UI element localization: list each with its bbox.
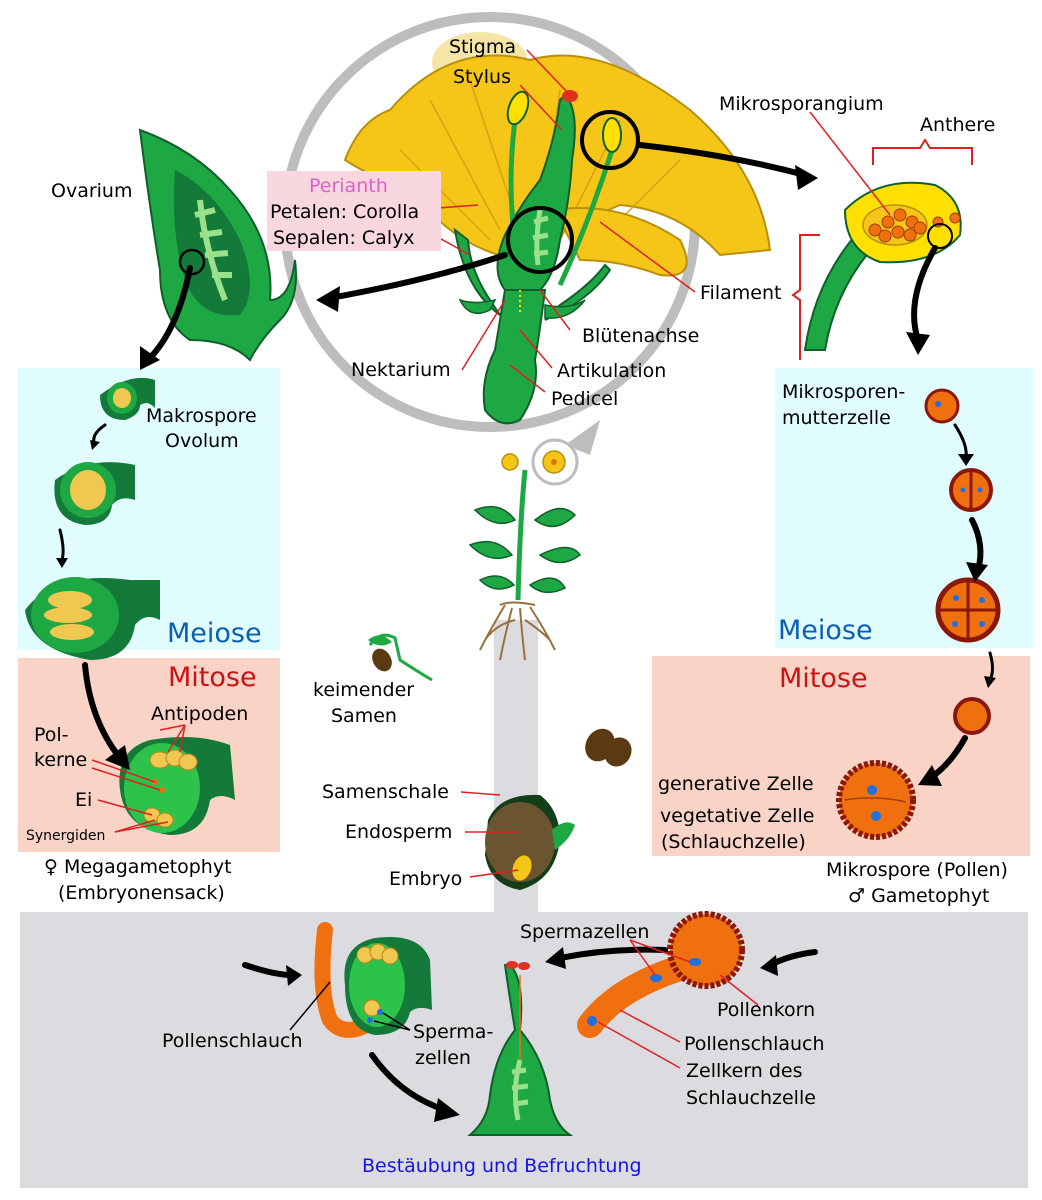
label-pollenschlauch-left: Pollenschlauch <box>162 1030 303 1052</box>
label-ovolum: Ovolum <box>165 430 239 452</box>
label-zellkern-2: Schlauchzelle <box>686 1087 816 1109</box>
label-keimender: keimender <box>313 679 414 701</box>
label-pollenkorn: Pollenkorn <box>717 999 815 1021</box>
label-ovarium: Ovarium <box>51 180 132 202</box>
label-schlauchzelle: (Schlauchzelle) <box>661 831 806 853</box>
label-meiose-left: Meiose <box>167 618 262 649</box>
label-megagametophyt: ♀ Megagametophyt <box>44 856 232 878</box>
label-nektarium: Nektarium <box>351 359 451 381</box>
label-polkerne-2: kerne <box>34 749 87 771</box>
pedicel <box>482 289 547 425</box>
label-polkerne-1: Pol- <box>34 724 69 746</box>
fertilization <box>314 911 745 1136</box>
label-spermazellen-top: Spermazellen <box>520 921 649 943</box>
label-samenschale: Samenschale <box>322 781 449 803</box>
label-ei: Ei <box>75 789 92 811</box>
ovule-stages <box>25 377 160 660</box>
label-artikulation: Artikulation <box>557 360 666 382</box>
label-meiose-right: Meiose <box>778 615 873 646</box>
label-mitose-left: Mitose <box>168 662 257 693</box>
cycle-arrows <box>56 142 996 1122</box>
label-mikrosporen-2: mutterzelle <box>782 407 891 429</box>
label-synergiden: Synergiden <box>26 828 105 844</box>
label-pollenschlauch-right: Pollenschlauch <box>684 1033 825 1055</box>
mitose-panel-right <box>652 656 1030 856</box>
label-pedicel: Pedicel <box>551 388 618 410</box>
black-leader-lines <box>289 981 411 1031</box>
label-filament: Filament <box>700 282 781 304</box>
label-mitose-right: Mitose <box>779 663 868 694</box>
label-mikrosporen-1: Mikrosporen- <box>782 381 905 403</box>
label-stylus: Stylus <box>453 66 511 88</box>
caption-bestaeubung: Bestäubung und Befruchtung <box>362 1155 642 1177</box>
flower <box>343 54 772 425</box>
petal-front <box>553 207 688 277</box>
label-samen: Samen <box>331 705 397 727</box>
label-embryo: Embryo <box>389 868 462 890</box>
label-spermazellen-left-2: zellen <box>415 1047 471 1069</box>
label-vegetative-zelle: vegetative Zelle <box>660 805 814 827</box>
label-sepalen: Sepalen: Calyx <box>273 227 415 249</box>
embryo-sac <box>119 736 235 835</box>
whole-plant <box>468 450 582 661</box>
perianth-box <box>267 171 441 251</box>
label-mikrospore-pollen: Mikrospore (Pollen) <box>826 859 1008 881</box>
label-spermazellen-left-1: Sperma- <box>413 1021 493 1043</box>
microspore-stages <box>836 388 1001 840</box>
label-makrospore: Makrospore <box>146 405 257 427</box>
label-gametophyt: ♂ Gametophyt <box>848 885 990 907</box>
label-embryonensack: (Embryonensack) <box>58 882 225 904</box>
label-mikrosporangium: Mikrosporangium <box>719 93 884 115</box>
label-anthere: Anthere <box>920 114 995 136</box>
label-zellkern-1: Zellkern des <box>686 1060 803 1082</box>
anther-detail <box>791 138 973 360</box>
label-petalen: Petalen: Corolla <box>270 201 419 223</box>
label-perianth: Perianth <box>309 175 388 197</box>
label-bluetenachse: Blütenachse <box>582 325 699 347</box>
text-labels: Stigma Stylus Mikrosporangium Anthere Ov… <box>26 36 1008 1177</box>
leader-lines <box>91 49 891 1069</box>
label-antipoden: Antipoden <box>151 703 248 725</box>
label-stigma: Stigma <box>449 36 516 58</box>
label-generative-zelle: generative Zelle <box>658 773 814 795</box>
label-endosperm: Endosperm <box>345 821 452 843</box>
seeds <box>368 633 632 890</box>
